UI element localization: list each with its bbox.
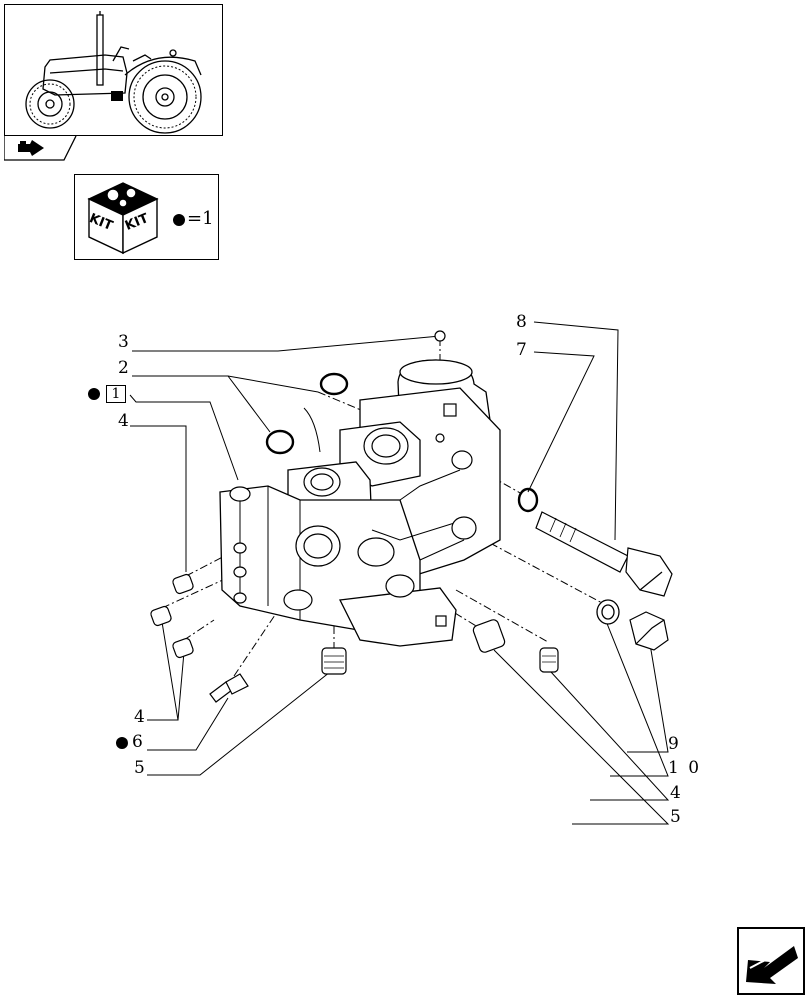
leader-4b2	[177, 651, 185, 721]
leader-4c	[550, 671, 670, 801]
part-3-marker	[434, 330, 446, 342]
leader-4b	[147, 621, 179, 721]
callout-4-top: 4	[118, 411, 131, 431]
leader-6	[147, 697, 229, 751]
section-arrow-icon[interactable]	[4, 136, 84, 164]
navigation-arrow-icon[interactable]	[737, 927, 805, 995]
callout-8: 8	[516, 312, 529, 332]
callout-10: 1 0	[668, 758, 702, 778]
callout-7: 7	[516, 340, 529, 360]
leader-5b	[493, 649, 670, 825]
callout-1: 1	[111, 386, 121, 402]
leader-2b	[227, 375, 271, 433]
leader-1	[129, 394, 239, 481]
kit-legend-box: KIT KIT =1	[74, 174, 219, 260]
tractor-thumbnail-frame	[4, 4, 223, 136]
leader-9	[627, 643, 669, 753]
oring-2-lower	[265, 429, 295, 455]
leader-4a	[130, 425, 187, 572]
tractor-thumbnail	[25, 11, 202, 134]
leader-5a	[147, 671, 331, 776]
kit-quantity-text: =1	[187, 208, 214, 229]
callout-1-box: 1	[106, 385, 126, 403]
kit-bullet-1	[88, 388, 100, 400]
callout-4-right: 4	[670, 783, 683, 803]
callout-4-left: 4	[134, 707, 147, 727]
callout-2: 2	[118, 358, 131, 378]
callout-9: 9	[668, 734, 681, 754]
callout-6: 6	[132, 732, 145, 752]
leader-10	[603, 615, 669, 777]
callout-5-right: 5	[670, 807, 683, 827]
kit-bullet	[173, 214, 185, 226]
leader-2a	[132, 375, 319, 393]
oring-7	[517, 487, 539, 513]
oring-2-upper	[319, 372, 349, 396]
leader-3	[132, 335, 441, 352]
callout-5-left: 5	[134, 758, 147, 778]
leader-7	[527, 351, 595, 493]
callout-3: 3	[118, 332, 131, 352]
kit-bullet-6	[116, 737, 128, 749]
kit-box-icon	[87, 182, 159, 255]
leader-8	[533, 321, 619, 541]
